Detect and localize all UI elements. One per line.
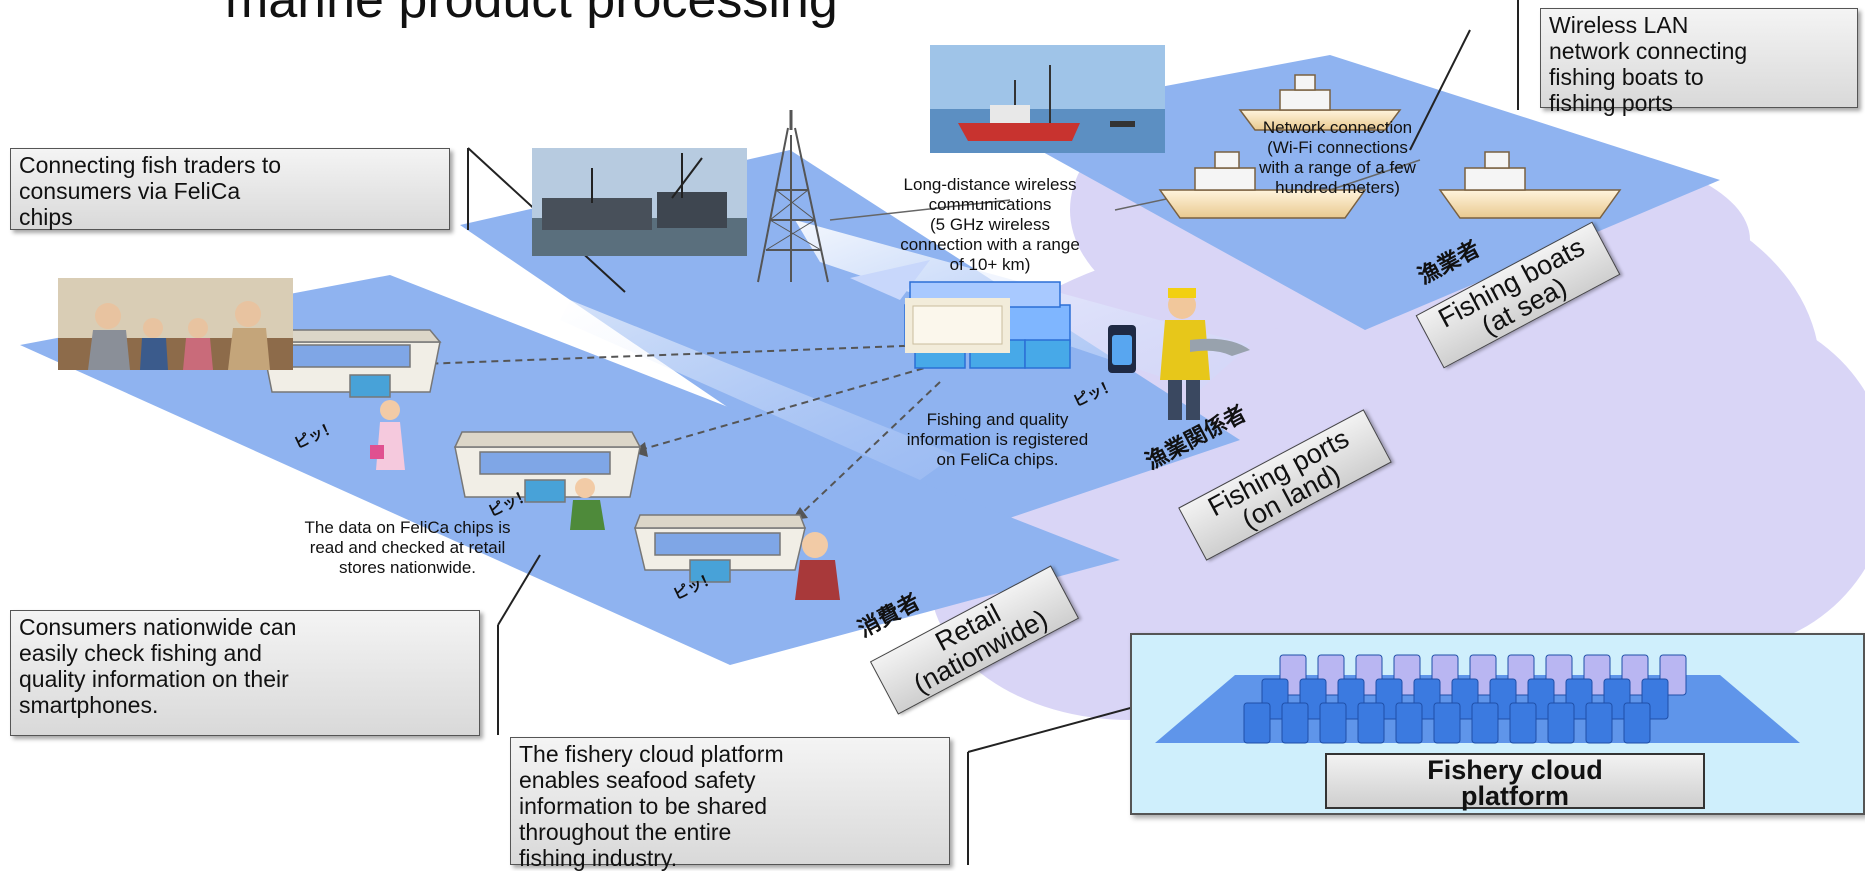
radio-tower (757, 110, 829, 283)
server-icon (1243, 702, 1271, 744)
retail-stall-icons (260, 329, 807, 583)
port-facility-photo (905, 298, 1010, 353)
family-photo (58, 278, 293, 370)
fisherman-figure (1108, 288, 1250, 420)
boat-icons (1158, 74, 1622, 219)
note-fishing-quality: Fishing and quality information is regis… (906, 410, 1089, 469)
note-retail-read: The data on FeliCa chips is read and che… (304, 518, 511, 577)
server-icon (1585, 702, 1613, 744)
boat-photo (930, 45, 1165, 153)
page-title: marine product processing (225, 0, 838, 29)
harbor-photo (532, 148, 747, 256)
server-rack-icons (1155, 654, 1800, 744)
server-icon (1623, 702, 1651, 744)
server-icon (1547, 702, 1575, 744)
server-icon (1357, 702, 1385, 744)
server-icon (1281, 702, 1309, 744)
callout-wireless-lan: Wireless LAN network connecting fishing … (1540, 8, 1858, 116)
callout-cloud-platform: The fishery cloud platform enables seafo… (510, 737, 950, 871)
server-icon (1471, 702, 1499, 744)
cloud-platform-label: Fishery cloud platform (1325, 753, 1705, 810)
server-icon (1319, 702, 1347, 744)
server-icon (1509, 702, 1537, 744)
data-flow-arrows (394, 344, 941, 516)
note-network-connection: Network connection (Wi-Fi connections wi… (1259, 118, 1416, 197)
shopper-figures (370, 400, 840, 600)
callout-fish-traders: Connecting fish traders to consumers via… (10, 148, 450, 230)
connector-lines (467, 0, 1519, 865)
server-icon (1433, 702, 1461, 744)
note-long-distance: Long-distance wireless communications (5… (900, 175, 1080, 274)
callout-consumers: Consumers nationwide can easily check fi… (10, 610, 480, 736)
server-icon (1395, 702, 1423, 744)
